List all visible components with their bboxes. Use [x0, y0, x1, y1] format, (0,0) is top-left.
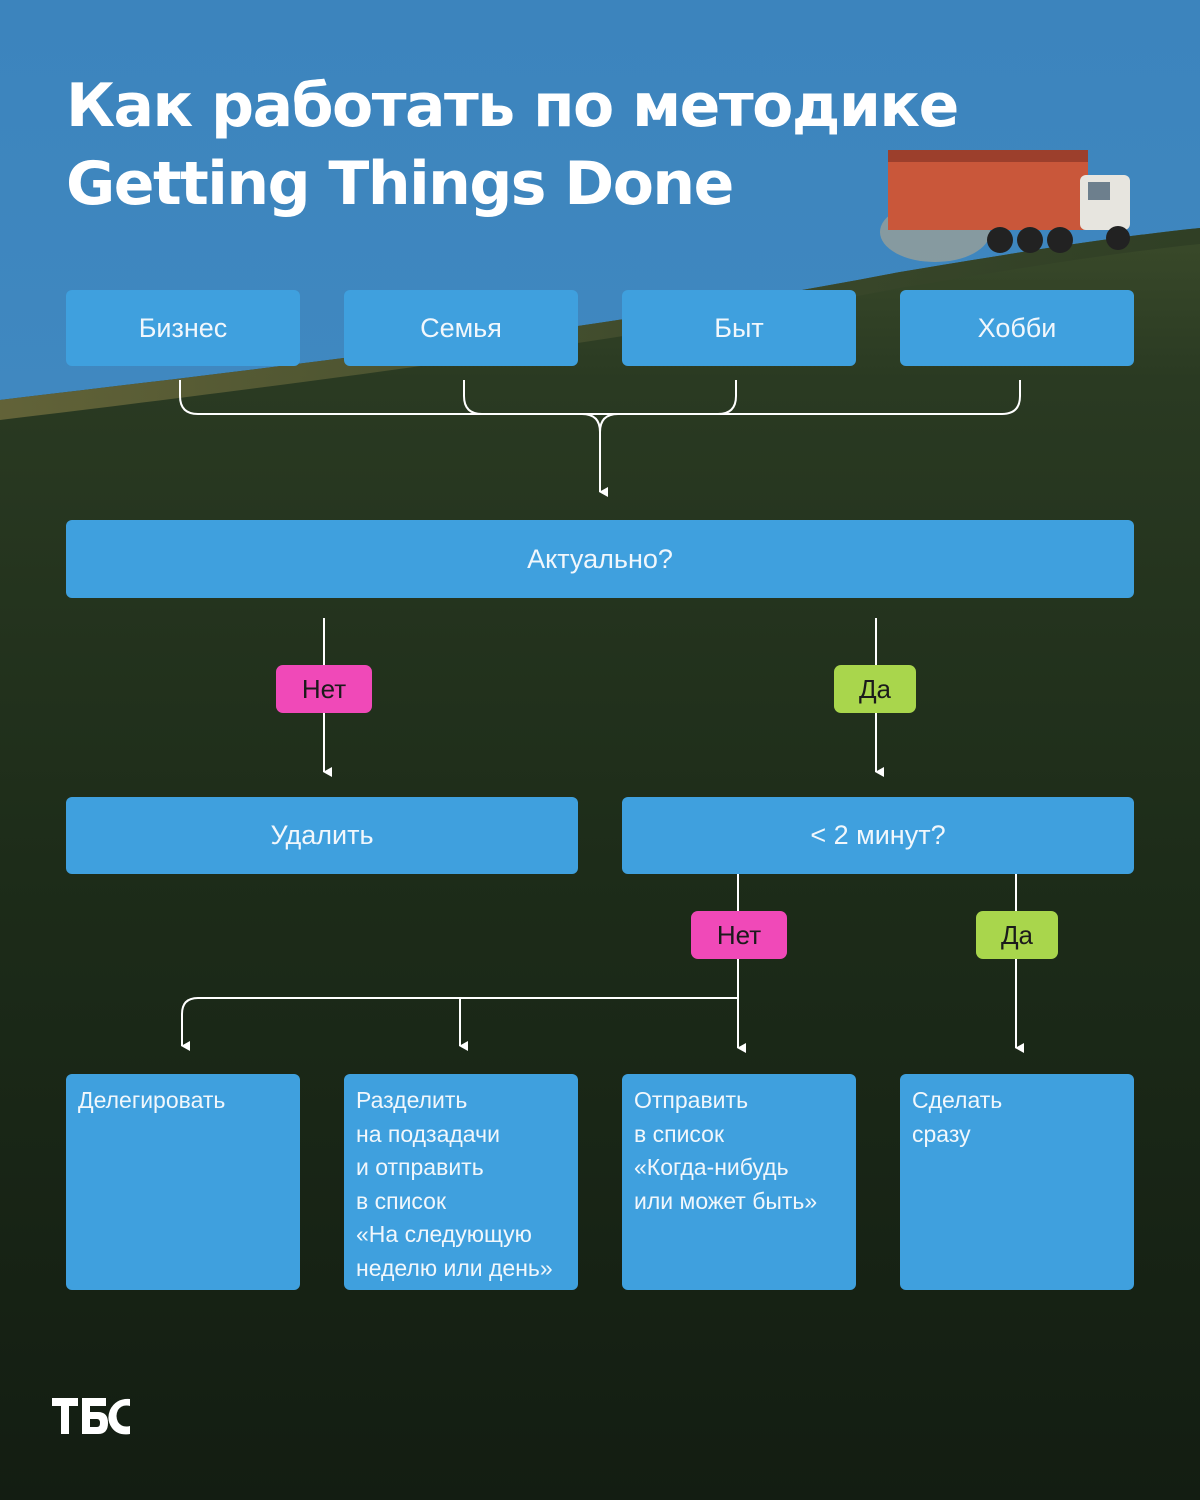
badge-yes: Да	[834, 665, 916, 713]
tbank-logo-icon	[52, 1398, 130, 1435]
title-line-2: Getting Things Done	[66, 149, 734, 219]
question-two-minutes: < 2 минут?	[622, 797, 1134, 874]
truck-image	[880, 150, 1130, 262]
category-family: Семья	[344, 290, 578, 366]
action-delegate: Делегировать	[66, 1074, 300, 1290]
badge-no: Нет	[691, 911, 787, 959]
question-relevant: Актуально?	[66, 520, 1134, 598]
title-line-1: Как работать по методике	[66, 71, 959, 141]
action-do-now: Сделать сразу	[900, 1074, 1134, 1290]
badge-no: Нет	[276, 665, 372, 713]
category-household: Быт	[622, 290, 856, 366]
action-someday: Отправить в список «Когда-нибудь или мож…	[622, 1074, 856, 1290]
category-business: Бизнес	[66, 290, 300, 366]
delete-box: Удалить	[66, 797, 578, 874]
category-hobby: Хобби	[900, 290, 1134, 366]
badge-yes: Да	[976, 911, 1058, 959]
action-split: Разделить на подзадачи и отправить в спи…	[344, 1074, 578, 1290]
